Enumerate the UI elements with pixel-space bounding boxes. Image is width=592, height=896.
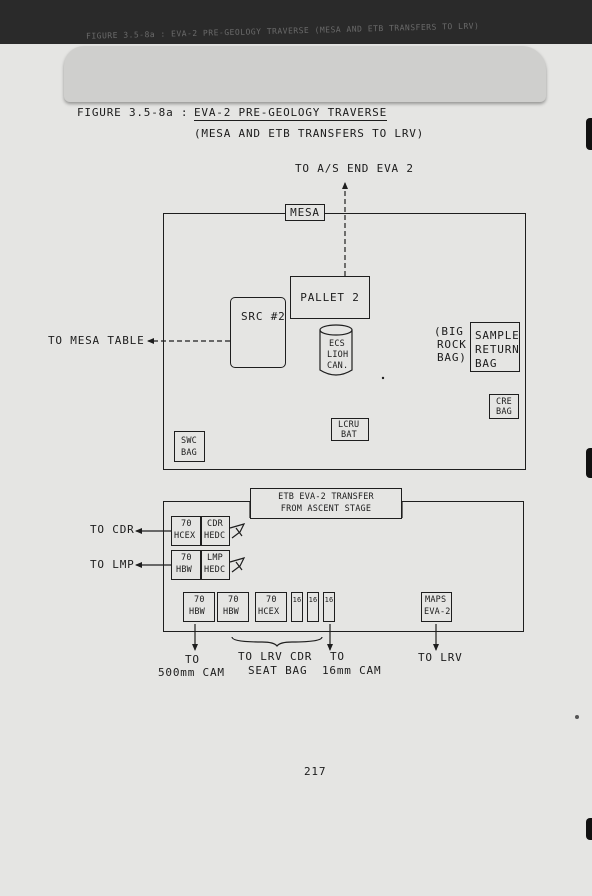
item-number: CDR [207, 519, 223, 529]
maps-label-2: EVA-2 [424, 607, 451, 617]
sample-return-label-1: SAMPLE [475, 329, 520, 342]
hbw-magazine-b: 70 HBW [217, 592, 249, 622]
pallet-2-box: PALLET 2 [290, 276, 370, 319]
item-type: HBW [189, 607, 205, 617]
item-number: 70 [181, 553, 192, 563]
16mm-magazine-1: 16 [291, 592, 303, 622]
maps-eva2-box: MAPS EVA-2 [421, 592, 452, 622]
document-page [0, 44, 592, 896]
sample-return-label-2: RETURN [475, 343, 520, 356]
divider-tab [64, 46, 546, 102]
dest-lrv-label: TO LRV [418, 651, 463, 664]
ecs-label-2: LIOH [327, 350, 349, 360]
to-lmp-label: TO LMP [90, 558, 135, 571]
lmp-hedc-box: LMP HEDC [201, 550, 230, 580]
dest-500mm-line2: 500mm CAM [158, 666, 225, 679]
item-number: LMP [207, 553, 223, 563]
src-2-label: SRC #2 [241, 310, 286, 323]
figure-title-line1: EVA-2 PRE-GEOLOGY TRAVERSE [194, 106, 387, 121]
lcru-label-1: LCRU [338, 420, 360, 430]
big-rock-label-2: ROCK [437, 338, 467, 351]
etb-title-box: ETB EVA-2 TRANSFER FROM ASCENT STAGE [250, 488, 402, 519]
dest-seat-line1: TO LRV CDR [238, 650, 313, 663]
item-number: 70 [194, 595, 205, 605]
mesa-label: MESA [285, 204, 325, 221]
lcru-bat-box: LCRU BAT [331, 418, 369, 441]
cdr-hedc-box: CDR HEDC [201, 516, 230, 546]
cre-label-1: CRE [496, 397, 512, 407]
binder-hole-mark [586, 818, 592, 840]
src-2-box: SRC #2 [230, 297, 286, 368]
dest-16mm-line1: TO [330, 650, 345, 663]
16mm-magazine-3: 16 [323, 592, 335, 622]
16mm-magazine-2: 16 [307, 592, 319, 622]
figure-number: FIGURE 3.5-8a : [77, 106, 189, 119]
item-type: HEDC [204, 565, 226, 575]
scan-dark-background [0, 0, 592, 48]
item-number: 70 [181, 519, 192, 529]
ecs-label-1: ECS [329, 339, 345, 349]
cre-bag-box: CRE BAG [489, 394, 519, 419]
hbw-magazine-mid: 70 HBW [171, 550, 201, 580]
figure-title-line2: (MESA AND ETB TRANSFERS TO LRV) [194, 127, 425, 140]
sample-return-bag-box: SAMPLE RETURN BAG [470, 322, 520, 372]
to-mesa-table-label: TO MESA TABLE [48, 334, 145, 347]
dest-seat-line2: SEAT BAG [248, 664, 308, 677]
swc-label-2: BAG [181, 448, 197, 458]
dest-16mm-line2: 16mm CAM [322, 664, 382, 677]
etb-title-line1: ETB EVA-2 TRANSFER [278, 492, 374, 502]
sample-return-label-3: BAG [475, 357, 498, 370]
item-type: HEDC [204, 531, 226, 541]
swc-label-1: SWC [181, 436, 197, 446]
maps-label-1: MAPS [425, 595, 447, 605]
hcex-magazine-top: 70 HCEX [171, 516, 201, 546]
item-type: HCEX [174, 531, 196, 541]
big-rock-label-3: BAG) [437, 351, 467, 364]
binder-hole-mark [586, 448, 592, 478]
item-number: 70 [266, 595, 277, 605]
item-type: HCEX [258, 607, 280, 617]
item-number: 70 [228, 595, 239, 605]
swc-bag-box: SWC BAG [174, 431, 205, 462]
item-type: HBW [223, 607, 239, 617]
hcex-magazine-b: 70 HCEX [255, 592, 287, 622]
dest-500mm-line1: TO [185, 653, 200, 666]
ecs-label-3: CAN. [327, 361, 349, 371]
page-number: 217 [304, 765, 327, 778]
mesa-outline [163, 213, 526, 470]
binder-hole-mark [586, 118, 592, 150]
lcru-label-2: BAT [341, 430, 357, 440]
cre-label-2: BAG [496, 407, 512, 417]
big-rock-label-1: (BIG [434, 325, 464, 338]
etb-title-line2: FROM ASCENT STAGE [280, 504, 372, 514]
to-cdr-label: TO CDR [90, 523, 135, 536]
to-as-end-eva2-label: TO A/S END EVA 2 [295, 162, 414, 175]
item-type: HBW [176, 565, 192, 575]
hbw-magazine-a: 70 HBW [183, 592, 215, 622]
